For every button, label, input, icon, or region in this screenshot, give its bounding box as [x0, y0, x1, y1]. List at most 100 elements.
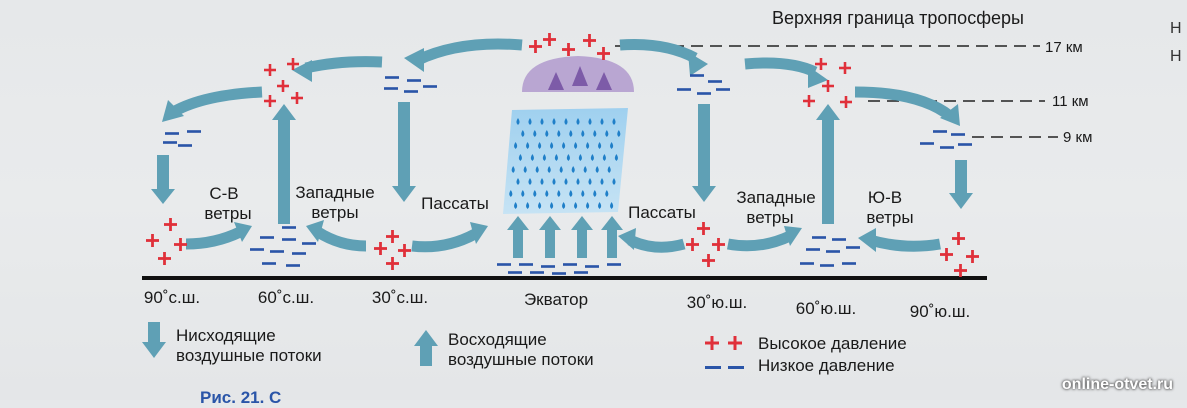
minus-icon: [806, 248, 820, 251]
plus-icon: [264, 64, 276, 76]
arrowhead-icon: [292, 60, 312, 82]
rain-drop-icon: [528, 118, 532, 125]
plus-icon: [583, 34, 596, 47]
minus-icon: [697, 92, 711, 95]
minus-icon: [292, 252, 306, 255]
minus-icon: [163, 141, 177, 144]
rain-drop-icon: [526, 142, 530, 149]
cloud-up-arrows: [548, 66, 612, 90]
rain-drop-icon: [590, 154, 594, 161]
rain-drop-icon: [526, 202, 530, 209]
minus-icon: [677, 88, 691, 91]
minus-icon: [842, 262, 856, 265]
rain-drop-icon: [593, 130, 597, 137]
rain-drop-icon: [574, 142, 578, 149]
legend-low-pressure: Низкое давление: [758, 356, 895, 375]
minus-icon: [404, 90, 418, 93]
surface-wind-arrows: [185, 226, 941, 253]
arrowhead-icon: [306, 220, 324, 242]
upper-arrow-30n-to-60n: [304, 56, 383, 74]
minus-icon: [508, 271, 522, 274]
rain-drop-icon: [533, 130, 537, 137]
ground-line: [142, 276, 987, 280]
plus-icon: [966, 250, 979, 263]
legend-minus-icon: [728, 366, 744, 369]
rain-drop-icon: [521, 190, 525, 197]
minus-icon: [812, 236, 826, 239]
plus-icon: [277, 80, 289, 92]
minus-icon: [552, 272, 566, 275]
rain-drop-icon: [521, 130, 525, 137]
minus-icon: [820, 264, 834, 267]
upper-arrow-60n-to-90n: [167, 86, 263, 119]
rain-drop-icon: [540, 118, 544, 125]
rain-drop-icon: [614, 154, 618, 161]
legend-icons: [142, 322, 744, 369]
surface-arrow-30n-to-equator: [411, 229, 478, 253]
rain-drop-icon: [586, 202, 590, 209]
arrowhead-icon: [618, 228, 636, 250]
rain-drop-icon: [586, 142, 590, 149]
rain-drop-icon: [552, 178, 556, 185]
ascending-arrow-equator-2: [539, 216, 561, 258]
descending-arrow-90s: [949, 160, 973, 209]
rain-drop-icon: [552, 118, 556, 125]
rain-drop-icon: [557, 130, 561, 137]
minus-icon: [282, 238, 296, 241]
minus-icon: [282, 226, 296, 229]
legend-ascending-arrow-icon: [414, 330, 438, 366]
legend-ascending-line-2: воздушные потоки: [448, 350, 594, 369]
plus-icon: [686, 238, 699, 251]
rain-drop-icon: [514, 202, 518, 209]
wind-label-trade-s: Пассаты: [628, 203, 696, 222]
rain-drop-icon: [516, 118, 520, 125]
plus-icon: [291, 92, 303, 104]
rain-drop-icon: [559, 166, 563, 173]
rain-drop-icon: [540, 178, 544, 185]
rain-drop-icon: [598, 142, 602, 149]
rain-drop-icon: [523, 166, 527, 173]
plus-icon: [386, 257, 399, 270]
arrowhead-icon: [858, 228, 876, 252]
rain-drop-icon: [538, 142, 542, 149]
rain-drop-icon: [581, 190, 585, 197]
plus-icon: [398, 244, 411, 257]
ascending-arrows: [272, 104, 840, 224]
latitude-30s: 30˚ю.ш.: [686, 293, 748, 312]
rain-drop-icon: [564, 118, 568, 125]
plus-icon: [952, 232, 965, 245]
plus-icon: [164, 218, 177, 231]
wind-label-ne-2: ветры: [204, 204, 252, 223]
surface-arrow-30s-to-equator: [627, 234, 686, 253]
rain-drop-icon: [607, 166, 611, 173]
ascending-arrow-60n: [272, 104, 296, 224]
rain-drop-icon: [562, 142, 566, 149]
minus-icon: [260, 236, 274, 239]
minus-icon: [530, 271, 544, 274]
rain-drop-icon: [571, 166, 575, 173]
upper-arrow-heads: [162, 48, 960, 126]
minus-icon: [933, 130, 947, 133]
rain-drop-icon: [566, 154, 570, 161]
rain-drop-icon: [542, 154, 546, 161]
latitude-60n: 60˚с.ш.: [257, 288, 315, 307]
level-9km: 9 км: [1063, 129, 1093, 146]
legend-descending-arrow-icon: [142, 322, 166, 358]
surface-arrow-30s-to-60s: [726, 230, 793, 252]
latitude-30n: 30˚с.ш.: [371, 288, 429, 307]
rain-drop-icon: [610, 202, 614, 209]
rain-drop-icon: [535, 166, 539, 173]
rain-drop-icon: [509, 190, 513, 197]
minus-icon: [250, 248, 264, 251]
minus-icon: [920, 142, 934, 145]
latitude-equator: Экватор: [523, 290, 589, 309]
plus-icon: [529, 40, 542, 53]
site-watermark: online-otvet.ru: [1061, 376, 1173, 393]
latitude-90n: 90˚с.ш.: [143, 288, 201, 307]
plus-icon: [146, 234, 159, 247]
minus-icon: [385, 76, 399, 79]
plus-icon: [562, 43, 575, 56]
plus-icon: [697, 222, 710, 235]
wind-label-westerly-n-1: Западные: [295, 183, 375, 202]
rain-drop-icon: [600, 178, 604, 185]
